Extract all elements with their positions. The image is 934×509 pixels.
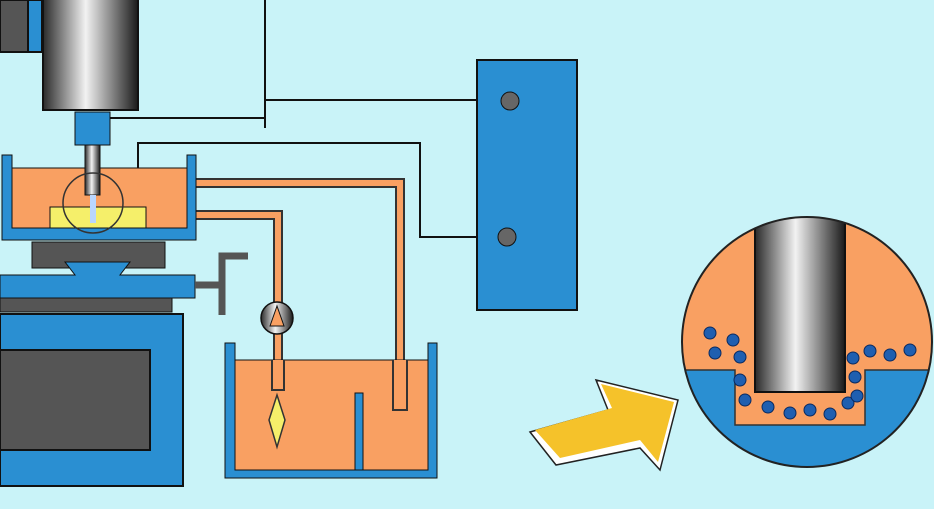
- terminal-positive: [500, 91, 520, 111]
- tool-electrode: [754, 217, 846, 393]
- table-handle: [195, 252, 248, 315]
- spark-highlight-circle: [62, 172, 124, 234]
- spark: [90, 195, 96, 223]
- magnifier-circle: [681, 216, 933, 468]
- machine-table: [0, 241, 248, 487]
- electrode-holder: [74, 111, 111, 146]
- spindle-cylinder: [42, 0, 139, 111]
- reservoir-tank: [224, 342, 438, 479]
- terminal-negative: [497, 227, 517, 247]
- electrode: [84, 144, 101, 196]
- work-tank: [1, 144, 197, 241]
- filter-icon: [268, 392, 286, 450]
- power-supply: [476, 59, 578, 311]
- machine-head: [0, 0, 139, 146]
- dielectric-pipes: [195, 178, 405, 415]
- debris-particles: [703, 326, 917, 421]
- pump-icon: [260, 301, 294, 335]
- divider-wall: [354, 392, 364, 471]
- arrow-icon: [528, 378, 679, 472]
